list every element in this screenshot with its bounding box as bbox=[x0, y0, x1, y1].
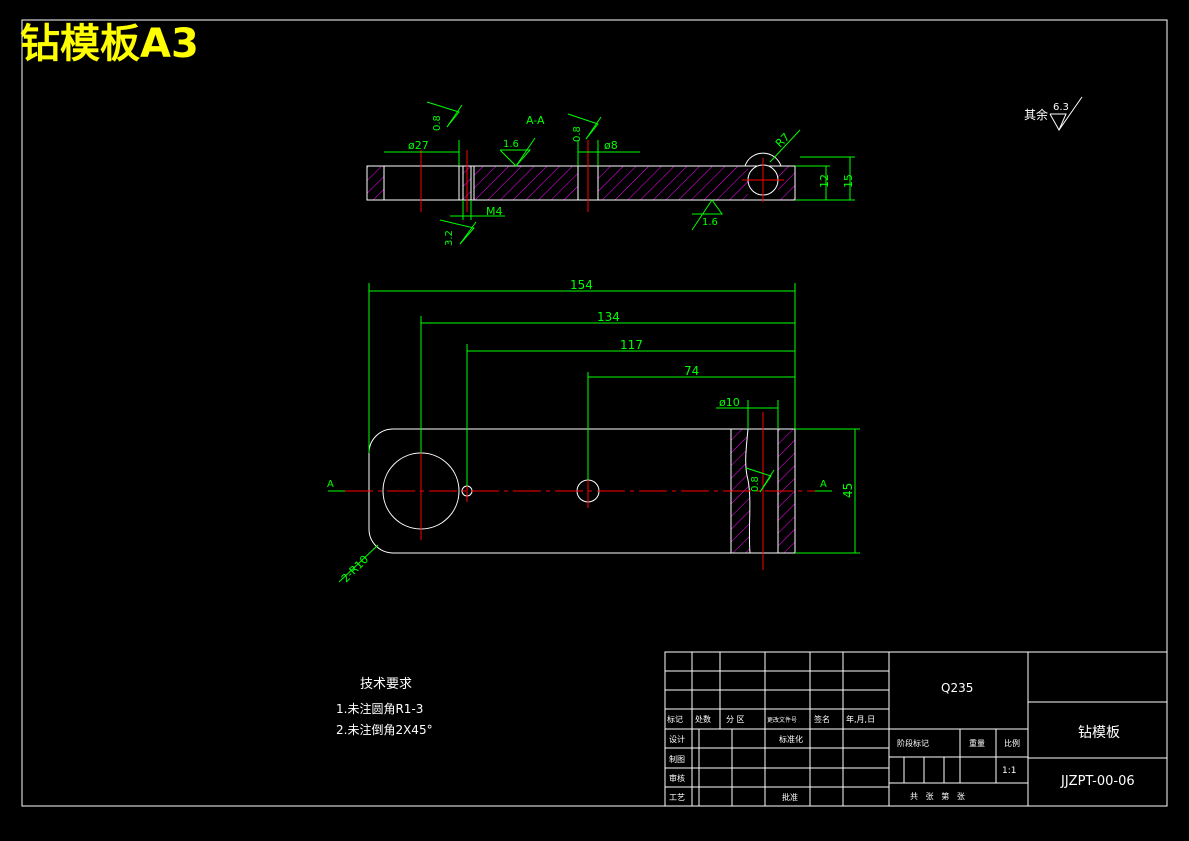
surface-note-label: 其余 bbox=[1024, 107, 1048, 122]
dim-dia-8: ø8 bbox=[604, 139, 618, 152]
section-outline bbox=[366, 165, 796, 201]
title-block-text: 标记 处数 分 区 更改文件号 签名 年,月,日 设计 制图 审核 工艺 标准化… bbox=[667, 681, 1135, 802]
roughness-32: 3.2 bbox=[439, 219, 477, 246]
dim-m4: M4 bbox=[486, 205, 503, 218]
tech-requirements: 技术要求 1.未注圆角R1-3 2.未注倒角2X45° bbox=[336, 677, 433, 737]
tb-review: 审核 bbox=[669, 773, 685, 783]
tb-header-mark: 标记 bbox=[667, 714, 683, 724]
tb-drawing-number: JJZPT-00-06 bbox=[1060, 774, 1135, 789]
surface-note-value: 6.3 bbox=[1053, 102, 1069, 113]
tb-process: 工艺 bbox=[669, 793, 685, 802]
roughness-08-bore: 0.8 bbox=[745, 467, 775, 493]
svg-text:0.8: 0.8 bbox=[572, 126, 583, 142]
tb-header-count: 处数 bbox=[695, 714, 711, 724]
section-view: ø27 ø8 M4 12 15 R7 A-A 0.8 0.8 bbox=[366, 101, 855, 246]
dim-117: 117 bbox=[620, 338, 643, 352]
cut-mark-right: A bbox=[820, 479, 827, 490]
hatch-right-web bbox=[598, 166, 748, 200]
cut-mark-left: A bbox=[327, 479, 334, 490]
dim-74: 74 bbox=[684, 364, 699, 378]
hatch-right-end bbox=[778, 166, 795, 200]
svg-text:1.6: 1.6 bbox=[503, 139, 519, 150]
roughness-08-center: 0.8 bbox=[567, 113, 602, 142]
tb-ratio: 比例 bbox=[1004, 738, 1020, 748]
title-block bbox=[664, 651, 1168, 807]
plan-view: A A 154 134 117 74 ø10 45 2-R10 bbox=[327, 278, 860, 585]
surface-roughness-note: 其余 6.3 bbox=[1024, 96, 1083, 132]
tb-material: Q235 bbox=[941, 681, 973, 695]
section-label: A-A bbox=[526, 114, 545, 127]
plan-outline bbox=[368, 428, 796, 554]
hatch-main-web bbox=[474, 166, 578, 200]
dim-15: 15 bbox=[842, 174, 855, 188]
roughness-08-left: 0.8 bbox=[426, 101, 463, 131]
drawing-title: 钻模板A3 bbox=[20, 21, 199, 67]
roughness-16-bottom: 1.6 bbox=[691, 199, 723, 231]
tb-drafting: 制图 bbox=[669, 754, 685, 764]
tech-req-item-2: 2.未注倒角2X45° bbox=[336, 722, 433, 737]
tb-weight: 重量 bbox=[969, 738, 985, 748]
dim-154: 154 bbox=[570, 278, 593, 292]
tb-stage: 阶段标记 bbox=[897, 738, 929, 748]
dim-12: 12 bbox=[818, 174, 831, 188]
dim-dia-10: ø10 bbox=[719, 396, 740, 409]
dim-45: 45 bbox=[841, 483, 855, 498]
dim-dia-27: ø27 bbox=[408, 139, 429, 152]
tb-sheets: 共 张 第 张 bbox=[910, 791, 965, 801]
roughness-16-top: 1.6 bbox=[499, 137, 536, 167]
hatch-left-end bbox=[367, 166, 384, 200]
tech-req-heading: 技术要求 bbox=[360, 677, 412, 692]
tb-header-sign: 签名 bbox=[814, 714, 830, 724]
svg-text:3.2: 3.2 bbox=[444, 230, 455, 246]
svg-text:0.8: 0.8 bbox=[432, 115, 443, 131]
tb-scale: 1:1 bbox=[1002, 766, 1016, 776]
dim-r7: R7 bbox=[773, 131, 793, 151]
dim-r10: 2-R10 bbox=[339, 553, 371, 585]
tb-design: 设计 bbox=[669, 734, 685, 744]
dim-134: 134 bbox=[597, 310, 620, 324]
tb-header-date: 年,月,日 bbox=[846, 714, 875, 724]
svg-text:1.6: 1.6 bbox=[702, 217, 718, 228]
tb-header-doc: 更改文件号 bbox=[767, 716, 797, 724]
tb-approve: 批准 bbox=[782, 792, 798, 802]
tech-req-item-1: 1.未注圆角R1-3 bbox=[336, 701, 423, 716]
svg-text:0.8: 0.8 bbox=[750, 476, 761, 492]
tb-header-zone: 分 区 bbox=[726, 715, 745, 724]
sheet-border bbox=[21, 19, 1168, 807]
tb-part-name: 钻模板 bbox=[1078, 725, 1120, 741]
tb-standardize: 标准化 bbox=[779, 734, 803, 744]
